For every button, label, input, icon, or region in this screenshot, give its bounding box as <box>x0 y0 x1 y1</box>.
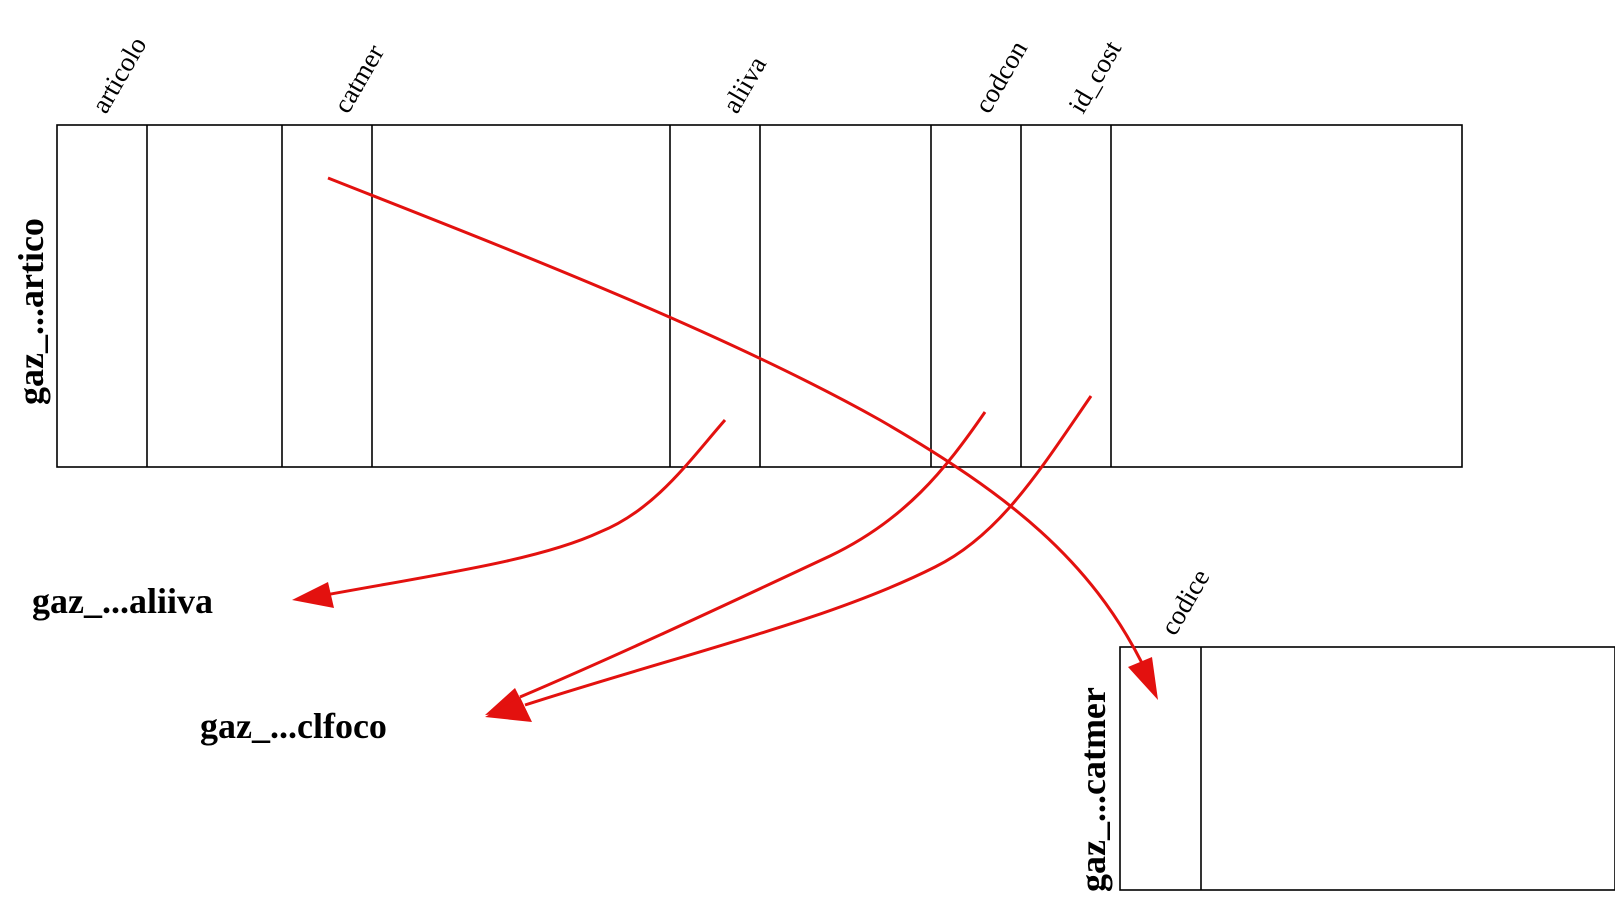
column-label-codice: codice <box>1154 564 1215 640</box>
arrow-head-icon <box>1128 657 1158 700</box>
relation-line <box>524 395 1093 707</box>
column-label-articolo: articolo <box>85 32 152 118</box>
column-label-catmer: catmer <box>327 39 390 118</box>
table-artico-title: gaz_...artico <box>11 218 51 405</box>
column-label-aliiva: aliiva <box>716 51 772 118</box>
table-catmer-title: gaz_...catmer <box>1073 687 1113 892</box>
relation-id-cost <box>485 395 1093 722</box>
table-catmer-box <box>1119 646 1615 891</box>
column-label-id-cost: id_cost <box>1062 35 1127 118</box>
column-label-codcon: codcon <box>968 35 1033 118</box>
relation-line <box>519 411 987 699</box>
table-artico[interactable]: gaz_...artico articolo catmer aliiva cod… <box>11 32 1463 468</box>
relation-line <box>327 176 1145 666</box>
arrow-head-icon <box>485 697 532 722</box>
arrow-head-icon <box>292 582 334 608</box>
external-table-aliiva[interactable]: gaz_...aliiva <box>32 581 213 621</box>
relation-line <box>319 419 727 598</box>
external-table-clfoco[interactable]: gaz_...clfoco <box>200 706 387 746</box>
relation-aliiva <box>292 419 727 608</box>
relation-catmer <box>327 176 1158 700</box>
table-catmer[interactable]: gaz_...catmer codice <box>1073 564 1615 892</box>
relation-codcon <box>485 411 987 715</box>
